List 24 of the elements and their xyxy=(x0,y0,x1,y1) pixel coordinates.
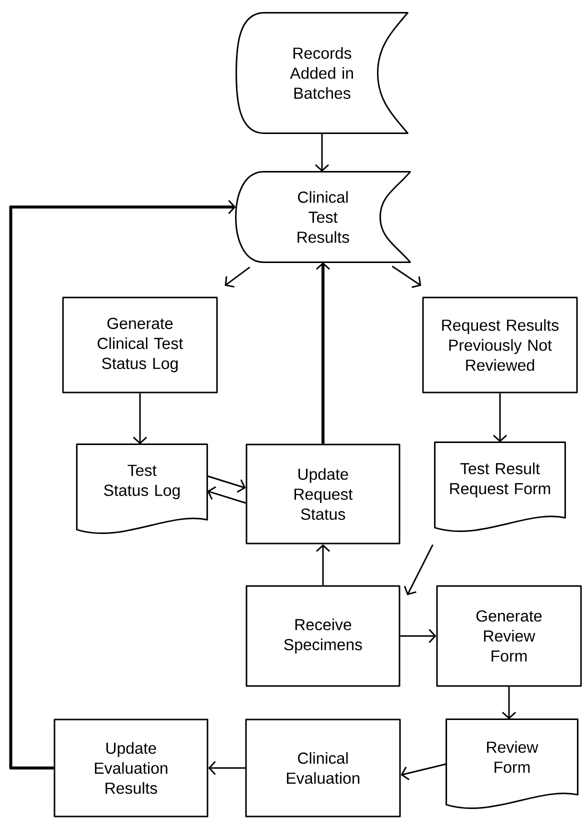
arrow xyxy=(9,200,236,770)
arrow xyxy=(208,761,246,775)
arrow xyxy=(404,544,434,596)
arrow xyxy=(314,133,329,172)
arrow xyxy=(316,544,330,586)
process-box: Update Request Status xyxy=(246,444,400,544)
arrow xyxy=(400,629,436,644)
arrow xyxy=(133,393,147,444)
process-box: Receive Specimens xyxy=(246,585,400,687)
process-box: Request Results Previously Not Reviewed xyxy=(422,296,578,394)
stored-data-shape: Records Added in Batches xyxy=(236,12,408,134)
arrow xyxy=(224,266,250,288)
stored-data-shape: Clinical Test Results xyxy=(235,171,411,263)
process-box: Update Evaluation Results xyxy=(54,718,208,818)
process-box: Generate Clinical Test Status Log xyxy=(62,296,218,394)
arrow xyxy=(502,686,516,720)
process-box: Clinical Evaluation xyxy=(245,718,401,818)
arrow xyxy=(206,475,246,493)
arrow xyxy=(316,262,330,444)
arrow xyxy=(400,763,446,780)
arrow xyxy=(492,393,507,442)
process-box: Generate Review Form xyxy=(436,585,582,687)
arrow xyxy=(392,266,422,288)
arrow xyxy=(207,486,246,504)
